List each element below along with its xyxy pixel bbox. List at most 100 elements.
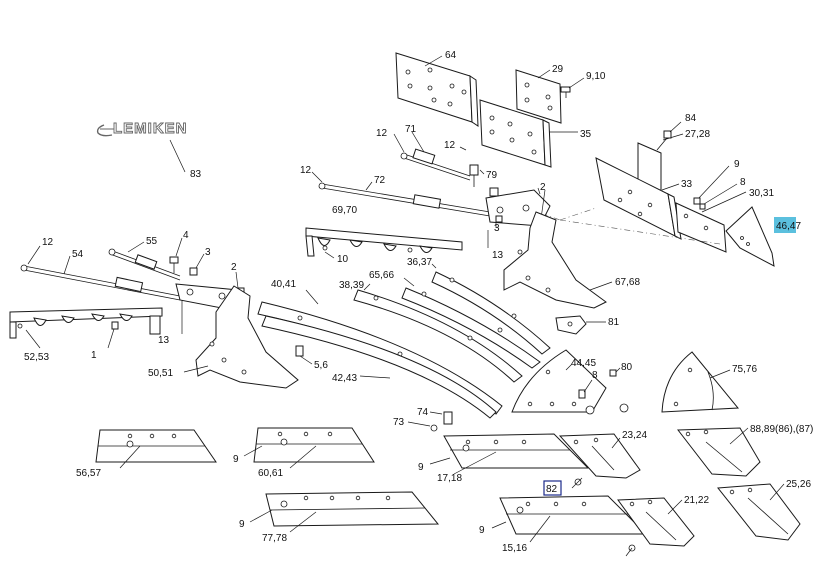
label-12-c: 12 (300, 165, 312, 176)
label-81: 81 (608, 317, 620, 328)
frame-rail-69-70 (305, 227, 463, 259)
leader-line (169, 139, 186, 173)
point-25-26 (717, 483, 801, 541)
label-50-51: 50,51 (148, 368, 173, 379)
curved-bar-65-66 (401, 277, 541, 369)
label-35: 35 (580, 129, 592, 140)
label-36-37: 36,37 (407, 257, 432, 268)
label-64: 64 (445, 50, 457, 61)
label-80: 80 (621, 362, 633, 373)
label-10: 10 (337, 254, 349, 265)
share-15-16 (491, 495, 648, 543)
share-17-18 (429, 433, 590, 475)
assembly-line (559, 207, 597, 221)
label-42-43: 42,43 (332, 373, 357, 384)
label-9-b: 9 (233, 454, 239, 465)
label-72: 72 (374, 175, 386, 186)
bracket-27-28 (595, 142, 682, 240)
highlight-46-47 (774, 217, 796, 233)
label-5-6: 5,6 (314, 360, 328, 371)
label-15-16: 15,16 (502, 543, 527, 554)
label-8-mid: 8 (592, 370, 598, 381)
logo-text: LEMIKEN (113, 120, 188, 137)
curved-bar-38-39 (353, 283, 523, 383)
point-21-22 (617, 497, 695, 557)
frame-82 (543, 480, 562, 496)
label-55: 55 (146, 236, 158, 247)
plate-64 (395, 52, 479, 127)
bolt-9-10-top (560, 77, 585, 98)
label-75-76: 75,76 (732, 364, 757, 375)
assembly-line (559, 219, 721, 245)
linkage-72 (311, 171, 491, 217)
label-2-upper: 2 (540, 182, 546, 193)
share-60-61 (243, 427, 375, 469)
bolt-82 (543, 477, 583, 496)
label-71: 71 (405, 124, 417, 135)
curved-bar-36-37 (431, 263, 551, 355)
plate-29 (515, 69, 562, 124)
label-25-26: 25,26 (786, 479, 811, 490)
logo-swoosh-icon (96, 124, 114, 137)
label-4: 4 (183, 230, 189, 241)
linkage-71 (393, 131, 471, 181)
lemken-logo: LEMIKEN 83 (96, 120, 202, 180)
label-2-left: 2 (231, 262, 237, 273)
label-60-61: 60,61 (258, 468, 283, 479)
linkage-54 (20, 245, 181, 301)
label-38-39: 38,39 (339, 280, 364, 291)
label-88-89: 88,89(86),(87) (750, 424, 813, 435)
label-56-57: 56,57 (76, 468, 101, 479)
label-65-66: 65,66 (369, 270, 394, 281)
share-56-57 (95, 429, 217, 469)
label-33: 33 (681, 179, 693, 190)
label-46-47: 46,47 (776, 221, 801, 232)
mouldboard-support-50-51 (183, 285, 299, 389)
label-52-53: 52,53 (24, 352, 49, 363)
mouldboard-support-67-68 (503, 211, 613, 309)
label-12-a: 12 (376, 128, 388, 139)
label-13-left: 13 (158, 335, 170, 346)
label-82: 82 (546, 484, 558, 495)
bolt-79 (459, 146, 485, 187)
label-3-left: 3 (205, 247, 211, 258)
label-9-right: 9 (734, 159, 740, 170)
label-74: 74 (417, 407, 429, 418)
point-23-24 (558, 433, 641, 479)
bolt-84 (656, 121, 682, 151)
label-67-68: 67,68 (615, 277, 640, 288)
label-23-24: 23,24 (622, 430, 647, 441)
share-77-78 (249, 491, 440, 533)
knife-46-47 (725, 206, 775, 267)
label-73: 73 (393, 417, 405, 428)
linkage-55 (108, 241, 181, 281)
label-17-18: 17,18 (437, 473, 462, 484)
label-3-upper: 3 (494, 223, 500, 234)
plate-35 (479, 99, 578, 168)
clamp-81 (555, 315, 606, 335)
plate-30-31 (675, 191, 747, 253)
label-9-c: 9 (418, 462, 424, 473)
label-9-10: 9,10 (586, 71, 606, 82)
label-8-right: 8 (740, 177, 746, 188)
label-9-d: 9 (239, 519, 245, 530)
label-54: 54 (72, 249, 84, 260)
bolt-3-left (189, 253, 205, 276)
label-77-78: 77,78 (262, 533, 287, 544)
label-83: 83 (190, 169, 202, 180)
label-1: 1 (91, 350, 97, 361)
label-30-31: 30,31 (749, 188, 774, 199)
shin-75-76 (661, 351, 740, 413)
label-12-b: 12 (444, 140, 456, 151)
label-40-41: 40,41 (271, 279, 296, 290)
bolts-8-9-right (693, 165, 738, 210)
label-27-28: 27,28 (685, 129, 710, 140)
bolt-5-6 (295, 345, 313, 365)
bolt-4 (169, 237, 183, 273)
curved-bar-42-43 (261, 315, 497, 419)
label-12-d: 12 (42, 237, 54, 248)
label-13-upper: 13 (492, 250, 504, 261)
label-69-70: 69,70 (332, 205, 357, 216)
label-44-45: 44,45 (571, 358, 596, 369)
frame-rail-52-53 (9, 307, 163, 349)
